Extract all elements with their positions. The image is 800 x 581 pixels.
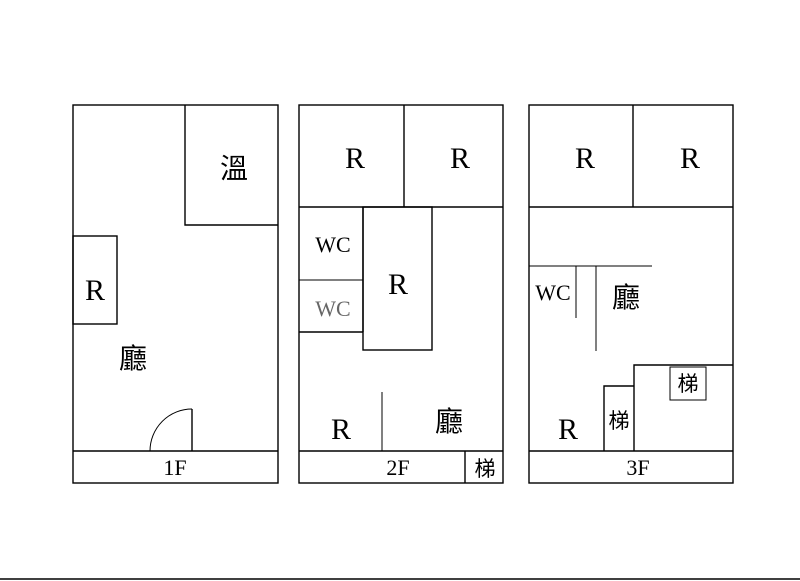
floor-3f-stairs-lower-label: 梯 [609,409,630,433]
floor-3f-stairs-upper-wall [633,364,733,451]
floor-1f-bath-label: 溫 [220,152,248,185]
floor-2f-bedroom-a-label: R [345,142,365,175]
floor-2f-wc-a-label: WC [315,232,350,257]
floor-2f: R R WC WC R R 廳 2F 梯 [298,104,504,484]
floor-2f-bedroom-b-label: R [450,142,470,175]
floor-3f-stairs-upper-box [669,366,707,401]
floor-2f-center-bedroom-wall [362,206,433,351]
floor-1f-bedroom-wall [72,235,118,325]
floor-3f: R R WC 廳 梯 梯 R 3F [528,104,734,484]
floor-3f-name: 3F [626,455,649,480]
floor-2f-outline [298,104,504,484]
floor-3f-bedroom-c-label: R [558,413,578,446]
floor-3f-living-label: 廳 [612,281,640,314]
floor-1f-door-arc [149,408,193,452]
floor-1f-bath-wall [184,105,278,226]
floor-2f-bedroom-c-label: R [388,268,408,301]
floor-3f-stairs-upper-label: 梯 [678,372,699,396]
floor-2f-name: 2F [386,455,409,480]
floor-3f-wc-label: WC [535,280,570,305]
floor-1f-bedroom-label: R [85,274,105,307]
floor-2f-stairs-label: 梯 [475,457,496,481]
floor-3f-bedroom-a-label: R [575,142,595,175]
floor-2f-wc-b-label: WC [315,296,350,321]
floor-2f-living-label: 廳 [435,405,463,438]
floor-2f-bedroom-d-label: R [331,413,351,446]
floor-3f-bedroom-b-label: R [680,142,700,175]
floor-1f-living-label: 廳 [119,342,147,375]
floor-3f-stairs-lower-wall [603,385,634,451]
floor-3f-outline [528,104,734,484]
floor-1f-name: 1F [163,455,186,480]
floor-1f: 溫 R 廳 1F [72,104,279,484]
